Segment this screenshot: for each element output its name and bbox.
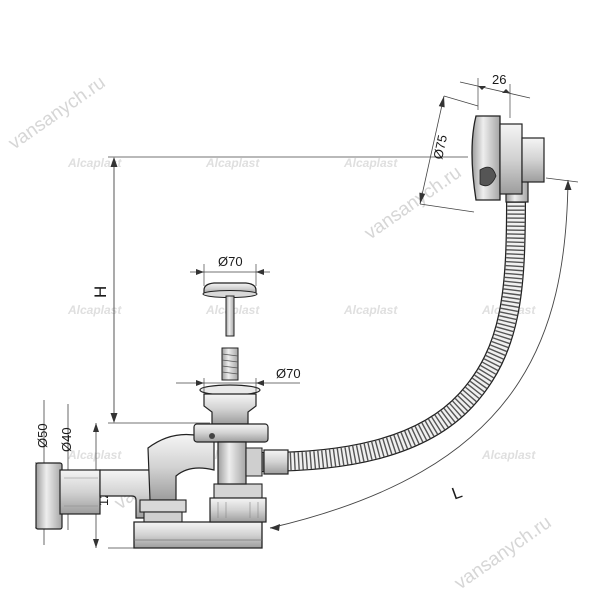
d70-body-dimension: Ø70 bbox=[176, 366, 301, 392]
d70-cap-dimension: Ø70 bbox=[190, 254, 270, 286]
w26-label: 26 bbox=[492, 72, 506, 87]
height-dimension: H bbox=[91, 157, 118, 423]
d75-dimension: Ø75 bbox=[419, 95, 479, 213]
w26-dimension: 26 bbox=[459, 72, 531, 118]
brand-logo: Alcaplast bbox=[481, 448, 536, 462]
overflow-head bbox=[471, 115, 545, 201]
site-watermark: vansanych.ru bbox=[5, 72, 110, 154]
brand-logo: Alcaplast bbox=[205, 156, 260, 170]
plug-cap bbox=[202, 282, 258, 381]
d40-label: Ø40 bbox=[59, 427, 74, 452]
brand-logo: Alcaplast bbox=[67, 448, 122, 462]
d70-body-label: Ø70 bbox=[276, 366, 301, 381]
height-label: H bbox=[91, 286, 110, 298]
brand-logo: Alcaplast bbox=[343, 156, 398, 170]
d50-label: Ø50 bbox=[35, 423, 50, 448]
brand-logo: Alcaplast bbox=[67, 156, 122, 170]
brand-logo: Alcaplast bbox=[67, 303, 122, 317]
length-dimension: L bbox=[269, 177, 579, 531]
d70-cap-label: Ø70 bbox=[218, 254, 243, 269]
drain-body bbox=[193, 384, 269, 485]
brand-logo: Alcaplast bbox=[343, 303, 398, 317]
overflow-hose bbox=[261, 175, 529, 475]
d75-label: Ø75 bbox=[430, 133, 450, 160]
brand-watermarks: Alcaplast Alcaplast Alcaplast Alcaplast … bbox=[67, 156, 536, 462]
site-watermark: vansanych.ru bbox=[451, 512, 556, 594]
site-watermark: vansanych.ru bbox=[361, 162, 466, 244]
siphon-body bbox=[133, 433, 267, 549]
length-label: L bbox=[449, 482, 464, 503]
